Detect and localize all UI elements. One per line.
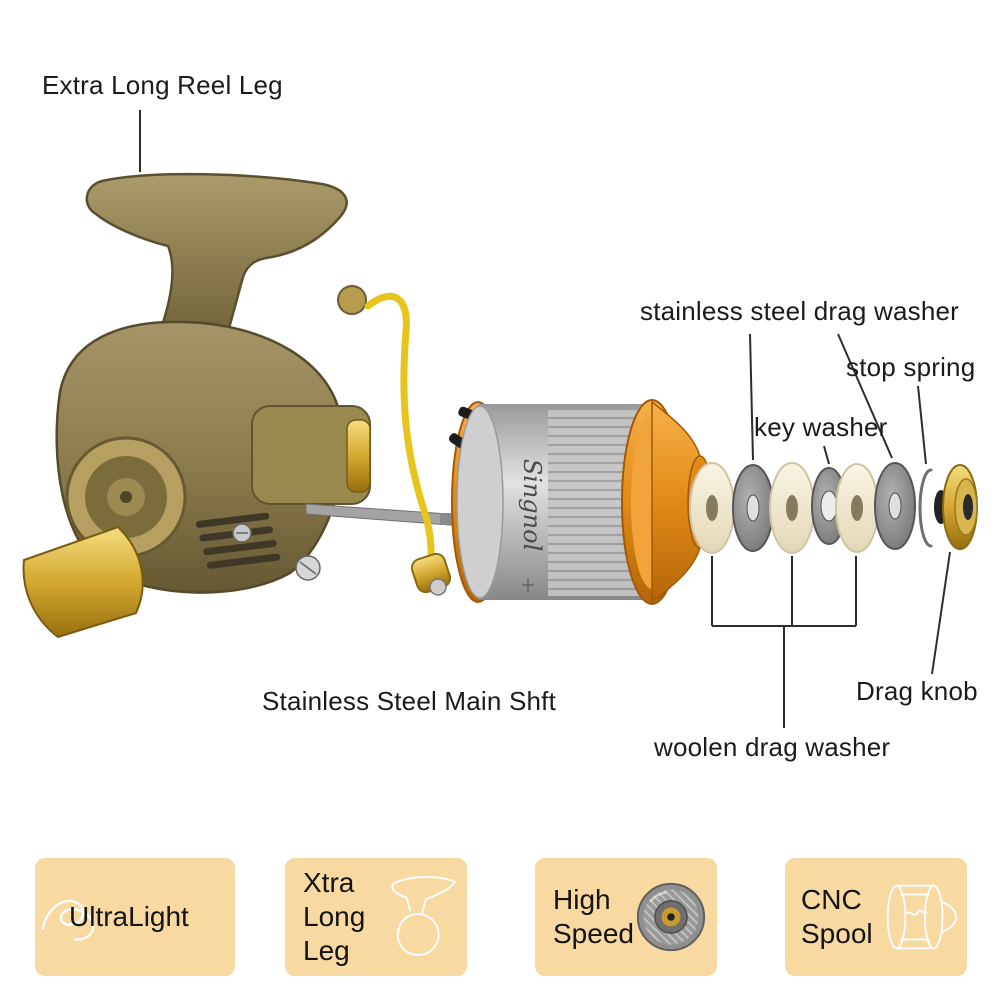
spool-illustration: Singnol: [448, 399, 713, 605]
leader-lines: [139, 110, 951, 728]
rotor-cone-shape: [22, 525, 144, 639]
feature-text: High Speed: [535, 883, 635, 951]
fishing-line-icon: [41, 899, 95, 941]
stop-spring-shape: [918, 468, 933, 548]
feature-line: Xtra: [303, 866, 355, 898]
callout-drag-knob: Drag knob: [856, 676, 978, 706]
feature-box-ultralight: UltraLight: [35, 858, 235, 976]
feature-text: UltraLight: [35, 900, 189, 934]
cnc-spool-outline-icon: [886, 884, 958, 950]
feature-line: Long Leg: [303, 900, 366, 967]
bail-wire-shape: [364, 292, 435, 583]
feature-line: High: [553, 883, 611, 915]
feature-line: Spool: [801, 918, 873, 949]
reel-body-illustration: [22, 172, 463, 639]
feature-box-high-speed: High Speed: [535, 858, 717, 976]
feature-line: CNC: [801, 883, 862, 915]
callout-extra-long-reel-leg: Extra Long Reel Leg: [42, 70, 283, 100]
callout-stop-spring: stop spring: [846, 352, 976, 382]
reel-leg-shape: [85, 172, 348, 342]
callout-woolen-drag-washer: woolen drag washer: [654, 732, 891, 762]
feature-box-cnc-spool: CNC Spool: [785, 858, 967, 976]
feature-text: CNC Spool: [785, 883, 877, 951]
callout-key-washer: key washer: [754, 412, 888, 442]
reel-leg-outline-icon: [391, 876, 457, 956]
feature-text: Xtra Long Leg: [285, 866, 385, 968]
feature-line: UltraLight: [69, 900, 189, 932]
drag-knob-shape: [934, 464, 978, 550]
feature-line: Speed: [553, 918, 634, 949]
main-shaft-shape: [305, 503, 463, 527]
feature-box-xtra-long-leg: Xtra Long Leg: [285, 858, 467, 976]
callout-stainless-steel-main-shaft: Stainless Steel Main Shft: [262, 686, 557, 716]
metal-spool-face-icon: [636, 882, 706, 952]
spool-brand-text: Singnol: [518, 459, 546, 552]
drag-washer-stack: [689, 462, 978, 554]
callout-stainless-steel-drag-washer: stainless steel drag washer: [640, 296, 959, 326]
